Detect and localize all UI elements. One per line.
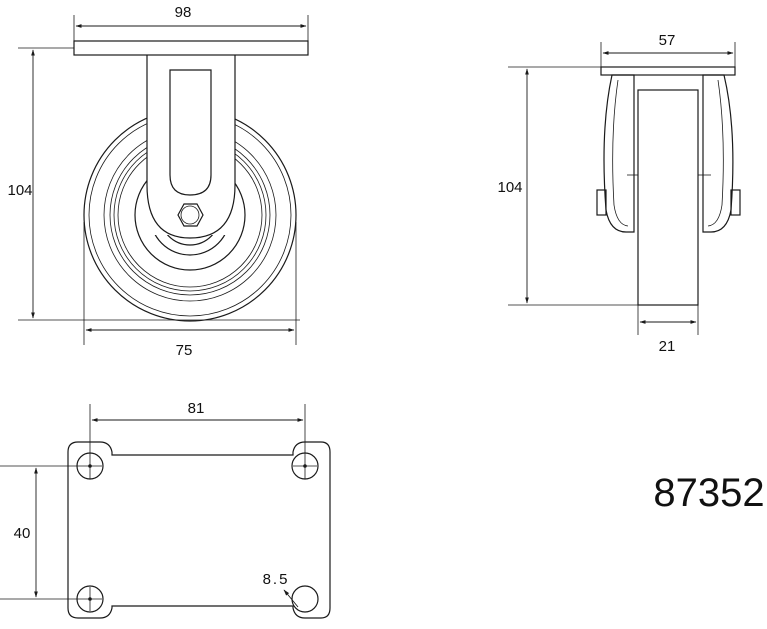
mounting-hole [291,404,319,480]
side-plate [600,66,736,76]
front-height-label: 104 [7,182,32,199]
fork-slot [169,69,212,196]
mounting-hole [0,404,104,480]
dim-side-plate-width: 57 [600,32,736,67]
plate-outline [67,441,331,619]
side-height-label: 104 [497,179,522,196]
axle-nut [177,203,204,227]
hole-spacing-x-label: 81 [188,400,205,417]
mounting-plate [73,40,309,56]
mounting-hole [0,585,104,613]
dim-wheel-diameter: 75 [83,222,297,359]
dim-plate-width: 98 [73,4,309,41]
side-fork-right [702,74,734,233]
side-plate-width-label: 57 [659,32,676,49]
dim-front-height: 104 [7,47,300,321]
side-fork-left [603,74,635,233]
side-view: 57 104 21 [497,32,741,355]
plate-view: 81 40 8.5 [0,400,331,619]
wheel-diameter-label: 75 [176,342,193,359]
dim-wheel-width: 21 [637,305,699,355]
front-view: 98 104 75 [7,4,309,359]
mounting-hole [291,585,319,613]
dim-hole-spacing-x: 81 [91,400,304,422]
dim-hole-diameter: 8.5 [263,571,299,608]
part-number: 87352 [653,471,764,515]
dim-hole-spacing-y: 40 [14,467,38,598]
hole-spacing-y-label: 40 [14,525,31,542]
side-wheel [637,89,699,306]
fork-leg [146,55,236,239]
front-plate-width-label: 98 [175,4,192,21]
dim-side-height: 104 [497,66,638,306]
hole-diameter-label: 8.5 [263,571,290,588]
wheel-width-label: 21 [659,338,676,355]
